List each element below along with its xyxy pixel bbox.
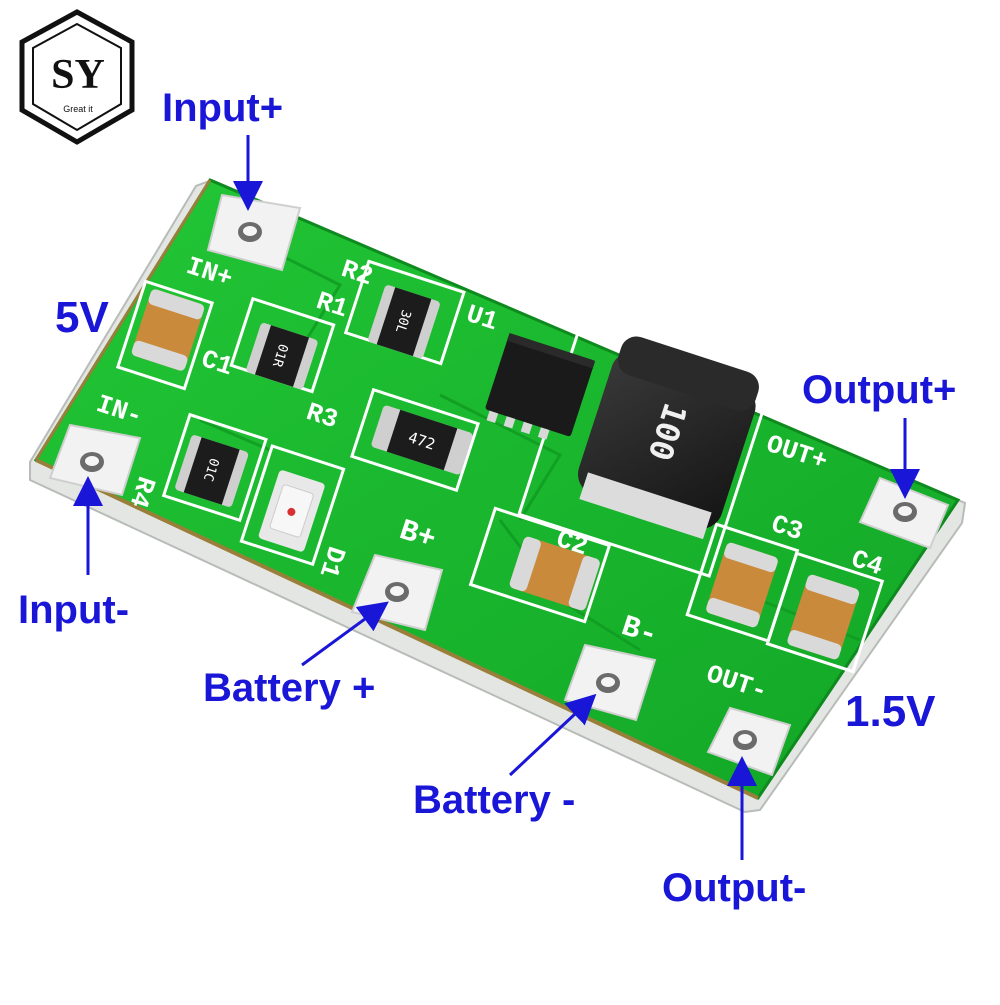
resistor-r3: 472 — [371, 405, 473, 475]
pad-output-plus — [858, 476, 950, 550]
pad-input-plus — [206, 193, 302, 272]
pad-input-minus — [48, 423, 142, 497]
resistor-r4: 01C — [175, 435, 249, 507]
capacitor-c1 — [131, 289, 205, 371]
r1-marking: 01R — [269, 342, 291, 369]
arrow-battery-plus — [301, 601, 389, 667]
r2-marking: 30L — [392, 308, 414, 335]
label-input-plus: Input+ — [162, 86, 284, 130]
logo-tagline: Great it — [63, 104, 93, 114]
logo-letters: SY — [51, 52, 105, 98]
label-input-minus: Input- — [18, 588, 130, 632]
label-input-voltage: 5V — [55, 293, 109, 342]
inductor: 100 — [578, 336, 759, 540]
pcb-board — [29, 178, 967, 814]
led-d1 — [258, 470, 325, 552]
resistor-r1: 01R — [246, 323, 318, 389]
label-battery-plus: Battery + — [203, 666, 376, 710]
capacitor-c4 — [787, 574, 860, 660]
capacitor-c2 — [509, 536, 600, 611]
chip-u1 — [485, 333, 596, 440]
r4-marking: 01C — [200, 456, 222, 483]
label-output-voltage: 1.5V — [845, 687, 936, 736]
label-output-minus: Output- — [662, 866, 807, 910]
label-battery-minus: Battery - — [413, 778, 576, 822]
label-output-plus: Output+ — [802, 368, 957, 412]
brand-logo: SY Great it — [19, 9, 135, 145]
arrow-battery-minus — [508, 693, 597, 777]
capacitor-c3 — [706, 542, 778, 628]
resistor-r2: 30L — [368, 285, 440, 359]
